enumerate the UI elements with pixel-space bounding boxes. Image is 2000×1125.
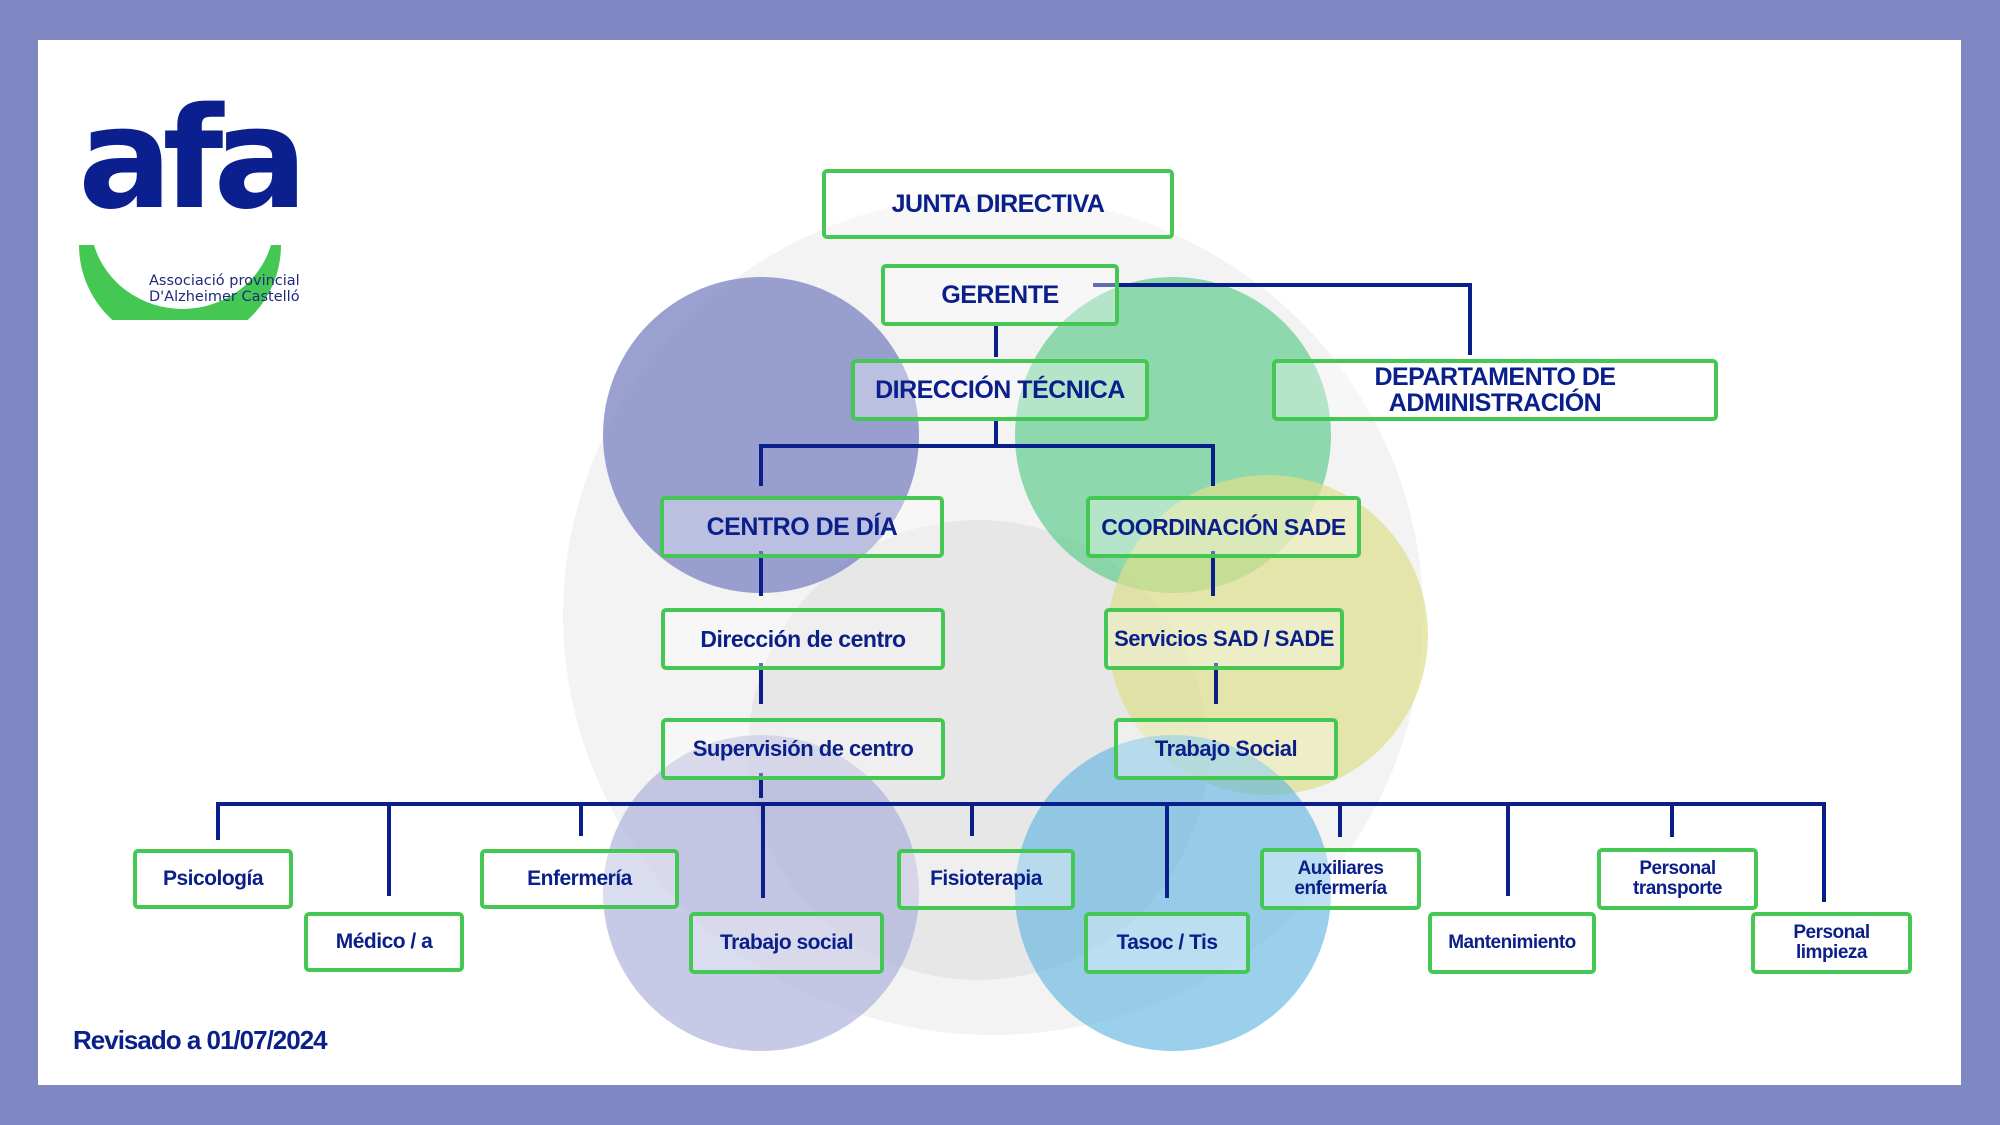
node-auxiliares-enfermeria-line-2: enfermería (1294, 878, 1387, 899)
node-supervision-de-centro-label: Supervisión de centro (692, 736, 914, 762)
node-tasoc-tis-label: Tasoc / Tis (1116, 930, 1218, 954)
node-psicologia-label: Psicología (162, 866, 264, 890)
node-trabajo-social-sade: Trabajo Social (1114, 718, 1338, 780)
node-personal-limpieza-line-2: limpieza (1796, 942, 1867, 963)
node-coordinacion-sade: COORDINACIÓN SADE (1086, 496, 1361, 558)
logo-line-2: D'Alzheimer Castelló (149, 289, 300, 305)
node-direccion-tecnica-label: DIRECCIÓN TÉCNICA (875, 375, 1125, 404)
logo-word: afa (78, 78, 308, 241)
logo-green-arc (79, 245, 281, 320)
node-fisioterapia-label: Fisioterapia (930, 867, 1042, 891)
revision-date: Revisado a 01/07/2024 (73, 1025, 328, 1055)
node-personal-transporte-line-1: Personal (1639, 858, 1716, 880)
node-personal-transporte: Personal transporte (1597, 848, 1758, 910)
node-direccion-de-centro: Dirección de centro (661, 608, 945, 670)
node-gerente: GERENTE (881, 264, 1119, 326)
node-junta-directiva-label: JUNTA DIRECTIVA (891, 189, 1105, 218)
bg-blue-circle-topleft (603, 277, 919, 593)
node-personal-limpieza-line-1: Personal (1793, 922, 1870, 944)
node-trabajo-social: Trabajo social (689, 912, 884, 974)
node-enfermeria-label: Enfermería (527, 866, 632, 890)
logo-line-1: Associació provincial (149, 273, 300, 289)
node-mantenimiento: Mantenimiento (1428, 912, 1596, 974)
node-centro-de-dia: CENTRO DE DÍA (660, 496, 944, 558)
node-direccion-tecnica: DIRECCIÓN TÉCNICA (851, 359, 1149, 421)
node-gerente-label: GERENTE (941, 280, 1059, 309)
node-junta-directiva: JUNTA DIRECTIVA (822, 169, 1174, 239)
node-psicologia: Psicología (133, 849, 293, 909)
node-tasoc-tis: Tasoc / Tis (1084, 912, 1250, 974)
afa-logo-mark (79, 245, 281, 320)
node-mantenimiento-label: Mantenimiento (1448, 932, 1576, 954)
node-medico: Médico / a (304, 912, 464, 972)
node-servicios-sad-sade-label: Servicios SAD / SADE (1114, 626, 1334, 652)
connector-lines (216, 283, 1826, 902)
node-centro-de-dia-label: CENTRO DE DÍA (706, 512, 898, 541)
node-auxiliares-enfermeria: Auxiliares enfermería (1260, 848, 1421, 910)
node-auxiliares-enfermeria-line-1: Auxiliares (1297, 858, 1384, 880)
node-trabajo-social-sade-label: Trabajo Social (1154, 736, 1298, 762)
node-personal-transporte-line-2: transporte (1633, 878, 1722, 899)
afa-logo: afa Associació provincial D'Alzheimer Ca… (76, 78, 308, 320)
node-enfermeria: Enfermería (480, 849, 679, 909)
node-trabajo-social-label: Trabajo social (719, 930, 854, 954)
node-supervision-de-centro: Supervisión de centro (661, 718, 945, 780)
node-departamento-administracion: DEPARTAMENTO DE ADMINISTRACIÓN (1272, 359, 1718, 421)
node-coordinacion-sade-label: COORDINACIÓN SADE (1101, 513, 1346, 540)
node-departamento-administracion-label: DEPARTAMENTO DE ADMINISTRACIÓN (1374, 362, 1616, 417)
node-servicios-sad-sade: Servicios SAD / SADE (1104, 608, 1344, 670)
node-fisioterapia: Fisioterapia (897, 849, 1075, 910)
node-medico-label: Médico / a (335, 929, 433, 953)
node-personal-limpieza: Personal limpieza (1751, 912, 1912, 974)
org-chart-canvas: afa Associació provincial D'Alzheimer Ca… (38, 40, 1961, 1085)
node-direccion-de-centro-label: Dirección de centro (700, 625, 906, 652)
